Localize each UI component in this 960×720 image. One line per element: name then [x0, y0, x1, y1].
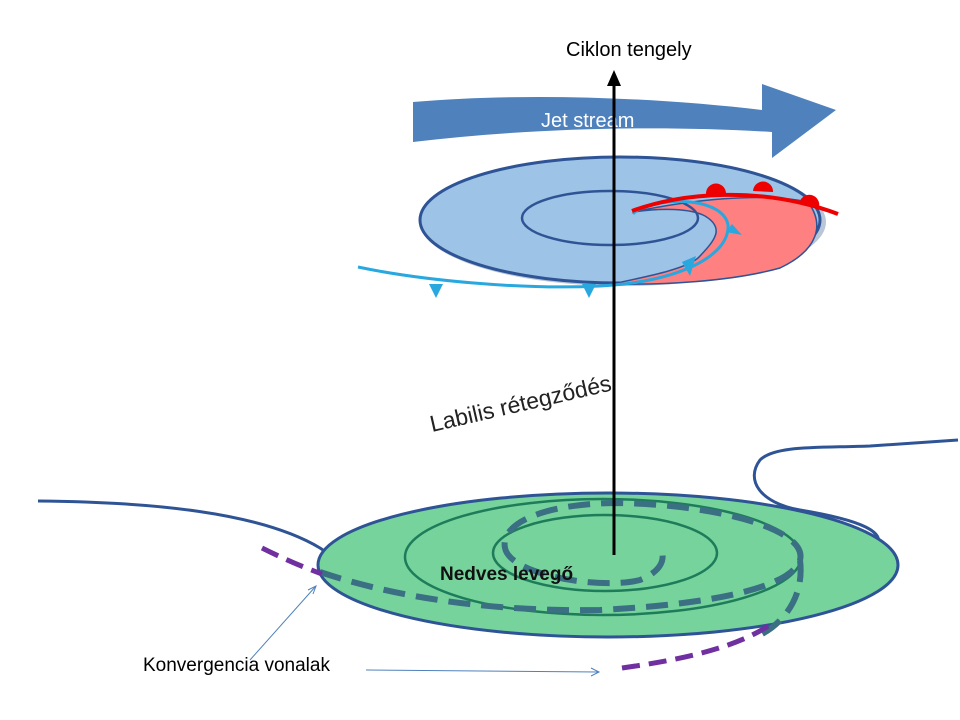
convergence-pointer-line — [365, 669, 599, 673]
cold-front-triangle — [682, 256, 696, 276]
cyclone-axis-label: Ciklon tengely — [566, 39, 692, 61]
cold-front-triangle — [582, 284, 596, 298]
warm-front-bump — [800, 194, 820, 207]
convergence-line-left — [260, 545, 323, 577]
convergence-pointer-line — [249, 585, 317, 661]
convergence-pointer-head — [590, 667, 601, 677]
lower-cyclone-ring-inner — [491, 513, 719, 593]
lower-dashed-spiral-tail — [758, 559, 804, 638]
moist-air-label: Nedves levegő — [440, 564, 573, 585]
unstable-layer-label: Labilis rétegződés — [427, 370, 614, 437]
lower-dashed-spiral — [319, 499, 804, 614]
jet-stream-arrow — [413, 84, 836, 158]
jet-stream-label: Jet stream — [541, 110, 634, 132]
cold-front-triangle — [726, 224, 742, 235]
convergence-pointer-head — [307, 584, 317, 595]
warm-front-bump — [705, 183, 726, 194]
cyclone-axis-arrowhead — [607, 70, 621, 86]
upper-cyclone-ring-inner — [520, 189, 700, 247]
cold-front-triangle — [429, 284, 443, 298]
warm-front-line — [631, 192, 839, 216]
warm-front-bump — [753, 181, 774, 192]
convergence-lines-label: Konvergencia vonalak — [143, 655, 330, 676]
convergence-line-right — [621, 623, 770, 671]
